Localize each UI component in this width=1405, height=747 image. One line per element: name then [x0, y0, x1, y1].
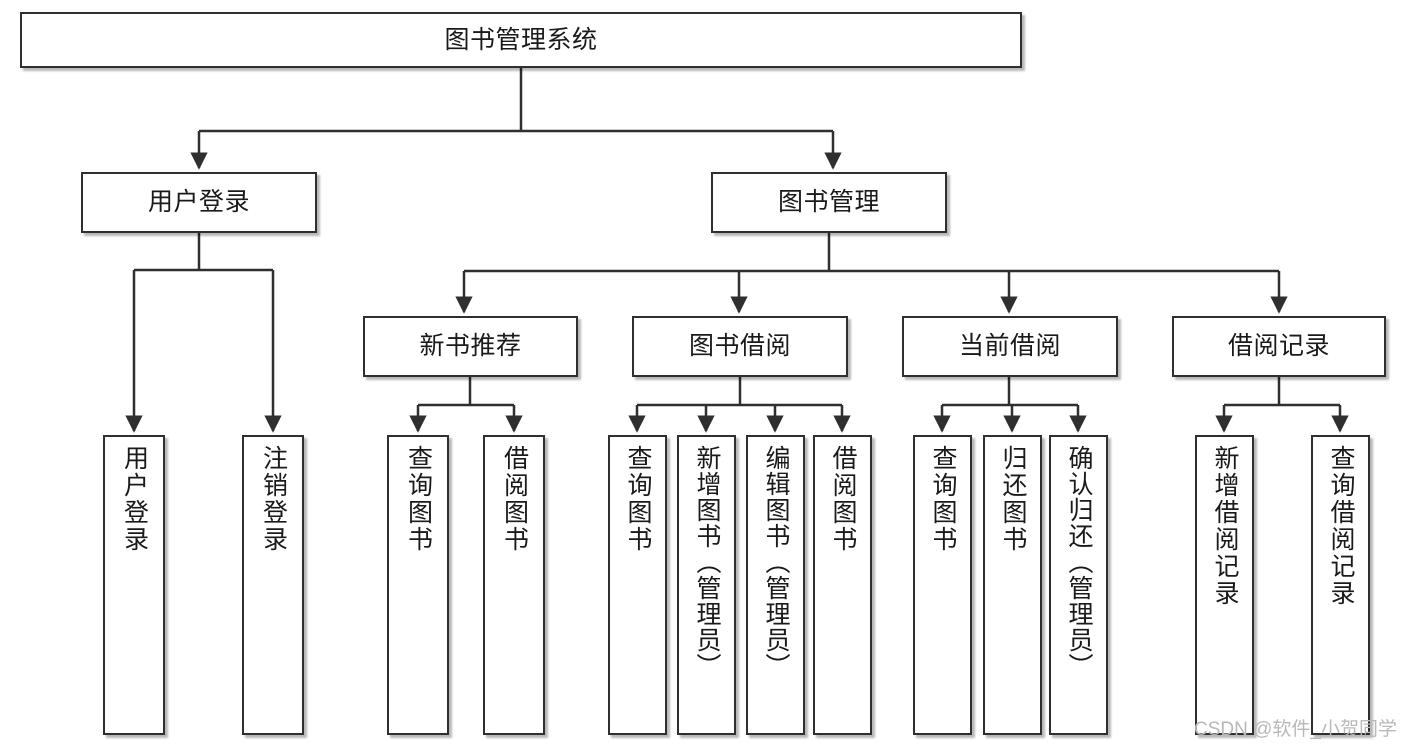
node-leaf-return-book-label: 归还图书	[999, 445, 1027, 553]
node-new-book-recommend-label: 新书推荐	[419, 332, 522, 361]
node-leaf-user-logout-label: 注销登录	[259, 445, 288, 553]
node-root[interactable]: 图书管理系统	[20, 12, 1022, 68]
node-leaf-query-book-current[interactable]: 查询图书	[913, 435, 972, 735]
node-leaf-edit-book-admin[interactable]: 编辑图书（管理员）	[746, 435, 805, 735]
node-user-login[interactable]: 用户登录	[81, 172, 317, 233]
node-leaf-user-login-label: 用户登录	[120, 445, 149, 553]
node-leaf-borrow-book-label: 借阅图书	[829, 445, 857, 553]
node-leaf-query-borrow-record-label: 查询借阅记录	[1327, 445, 1355, 607]
node-root-label: 图书管理系统	[444, 25, 598, 54]
node-leaf-query-book-borrow[interactable]: 查询图书	[608, 435, 667, 735]
node-leaf-query-book-current-label: 查询图书	[929, 445, 957, 553]
node-leaf-add-borrow-record-label: 新增借阅记录	[1211, 445, 1239, 607]
node-leaf-add-book-admin[interactable]: 新增图书（管理员）	[677, 435, 736, 735]
node-leaf-borrow-book-recommend-label: 借阅图书	[500, 445, 529, 553]
node-book-borrow-label: 图书借阅	[688, 332, 791, 361]
node-book-manage-label: 图书管理	[777, 188, 880, 217]
watermark: CSDN @软件_小贺同学	[1194, 719, 1397, 740]
node-borrow-record[interactable]: 借阅记录	[1172, 316, 1386, 377]
node-book-borrow[interactable]: 图书借阅	[632, 316, 848, 377]
node-leaf-user-logout[interactable]: 注销登录	[242, 435, 304, 735]
node-leaf-add-borrow-record[interactable]: 新增借阅记录	[1195, 435, 1254, 735]
node-leaf-query-book-recommend-label: 查询图书	[404, 445, 433, 553]
node-leaf-borrow-book[interactable]: 借阅图书	[813, 435, 872, 735]
node-leaf-return-book[interactable]: 归还图书	[983, 435, 1042, 735]
node-leaf-edit-book-admin-label: 编辑图书（管理员）	[762, 445, 790, 679]
node-leaf-add-book-admin-label: 新增图书（管理员）	[693, 445, 721, 679]
node-book-manage[interactable]: 图书管理	[711, 172, 947, 233]
node-leaf-user-login[interactable]: 用户登录	[103, 435, 165, 735]
node-leaf-query-book-borrow-label: 查询图书	[624, 445, 652, 553]
node-leaf-query-borrow-record[interactable]: 查询借阅记录	[1311, 435, 1370, 735]
node-new-book-recommend[interactable]: 新书推荐	[363, 316, 578, 377]
node-leaf-confirm-return-admin[interactable]: 确认归还（管理员）	[1049, 435, 1108, 735]
node-leaf-borrow-book-recommend[interactable]: 借阅图书	[483, 435, 545, 735]
node-user-login-label: 用户登录	[147, 188, 250, 217]
node-leaf-confirm-return-admin-label: 确认归还（管理员）	[1065, 445, 1093, 679]
node-current-borrow[interactable]: 当前借阅	[902, 316, 1118, 377]
node-leaf-query-book-recommend[interactable]: 查询图书	[387, 435, 449, 735]
node-borrow-record-label: 借阅记录	[1227, 332, 1330, 361]
node-current-borrow-label: 当前借阅	[958, 332, 1061, 361]
